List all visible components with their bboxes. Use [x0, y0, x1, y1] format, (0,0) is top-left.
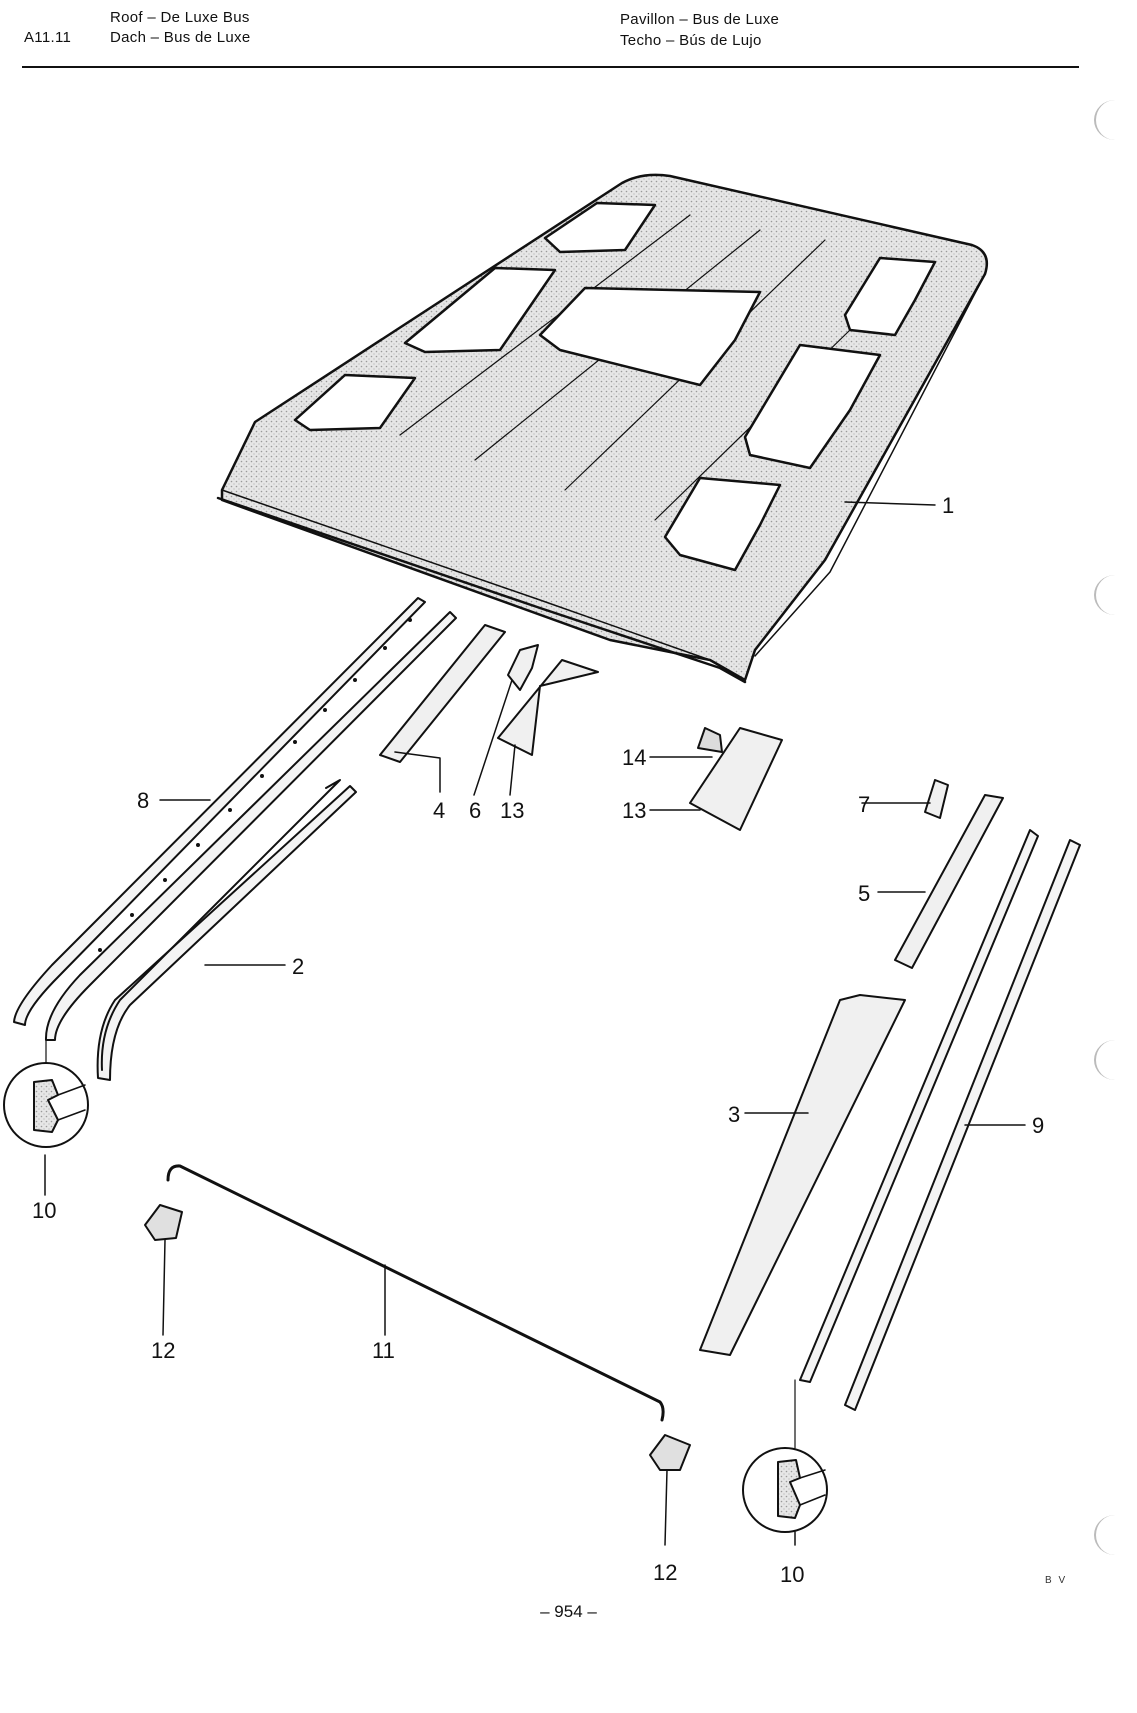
section-code: A11.11	[24, 29, 72, 46]
clip-6	[507, 644, 539, 691]
right-rail-inner	[799, 829, 1039, 1383]
left-rails	[13, 597, 457, 1081]
initials: B V	[1045, 1575, 1067, 1586]
fixing-12-right	[649, 1434, 691, 1471]
callout-8: 8	[137, 788, 149, 813]
callout-14: 14	[622, 745, 646, 770]
rail-holes	[98, 618, 412, 952]
bracket-13-right	[689, 727, 783, 831]
rail-5	[894, 794, 1004, 969]
leader-lines	[44, 501, 1026, 1546]
callout-5: 5	[858, 881, 870, 906]
plug-14	[697, 727, 723, 753]
seal-detail-right	[742, 1379, 828, 1533]
callout-1: 1	[942, 493, 954, 518]
title-german: Dach – Bus de Luxe	[110, 29, 251, 46]
roof-channel-4	[379, 624, 506, 763]
callout-13-right: 13	[622, 798, 646, 823]
title-spanish: Techo – Bús de Lujo	[620, 32, 762, 49]
right-rail-9	[844, 839, 1081, 1411]
page-number: – 954 –	[540, 1602, 597, 1621]
callout-4: 4	[433, 798, 445, 823]
callout-10-left: 10	[32, 1198, 56, 1223]
title-english: Roof – De Luxe Bus	[110, 9, 250, 26]
title-french: Pavillon – Bus de Luxe	[620, 11, 780, 28]
callout-6: 6	[469, 798, 481, 823]
bracket-13-left	[497, 659, 599, 756]
callout-7: 7	[858, 792, 870, 817]
long-channel-3	[699, 994, 906, 1356]
callout-12-left: 12	[151, 1338, 175, 1363]
seal-detail-left	[3, 1039, 89, 1148]
callout-11: 11	[372, 1338, 395, 1363]
roof-panel	[216, 173, 989, 684]
callout-10-right: 10	[780, 1562, 804, 1587]
binder-hole	[1094, 1515, 1136, 1555]
header-rule	[22, 66, 1079, 68]
fixing-12-left	[144, 1204, 183, 1241]
callout-13-left: 13	[500, 798, 524, 823]
binder-hole	[1094, 100, 1136, 140]
binder-hole	[1094, 1040, 1136, 1080]
roof-window-openings	[293, 201, 937, 572]
callout-2: 2	[292, 954, 304, 979]
binder-hole	[1094, 575, 1136, 615]
callout-12-right: 12	[653, 1560, 677, 1585]
callout-9: 9	[1032, 1113, 1044, 1138]
clip-7	[924, 779, 949, 819]
callout-3: 3	[728, 1102, 740, 1127]
rod-11	[166, 1164, 665, 1422]
